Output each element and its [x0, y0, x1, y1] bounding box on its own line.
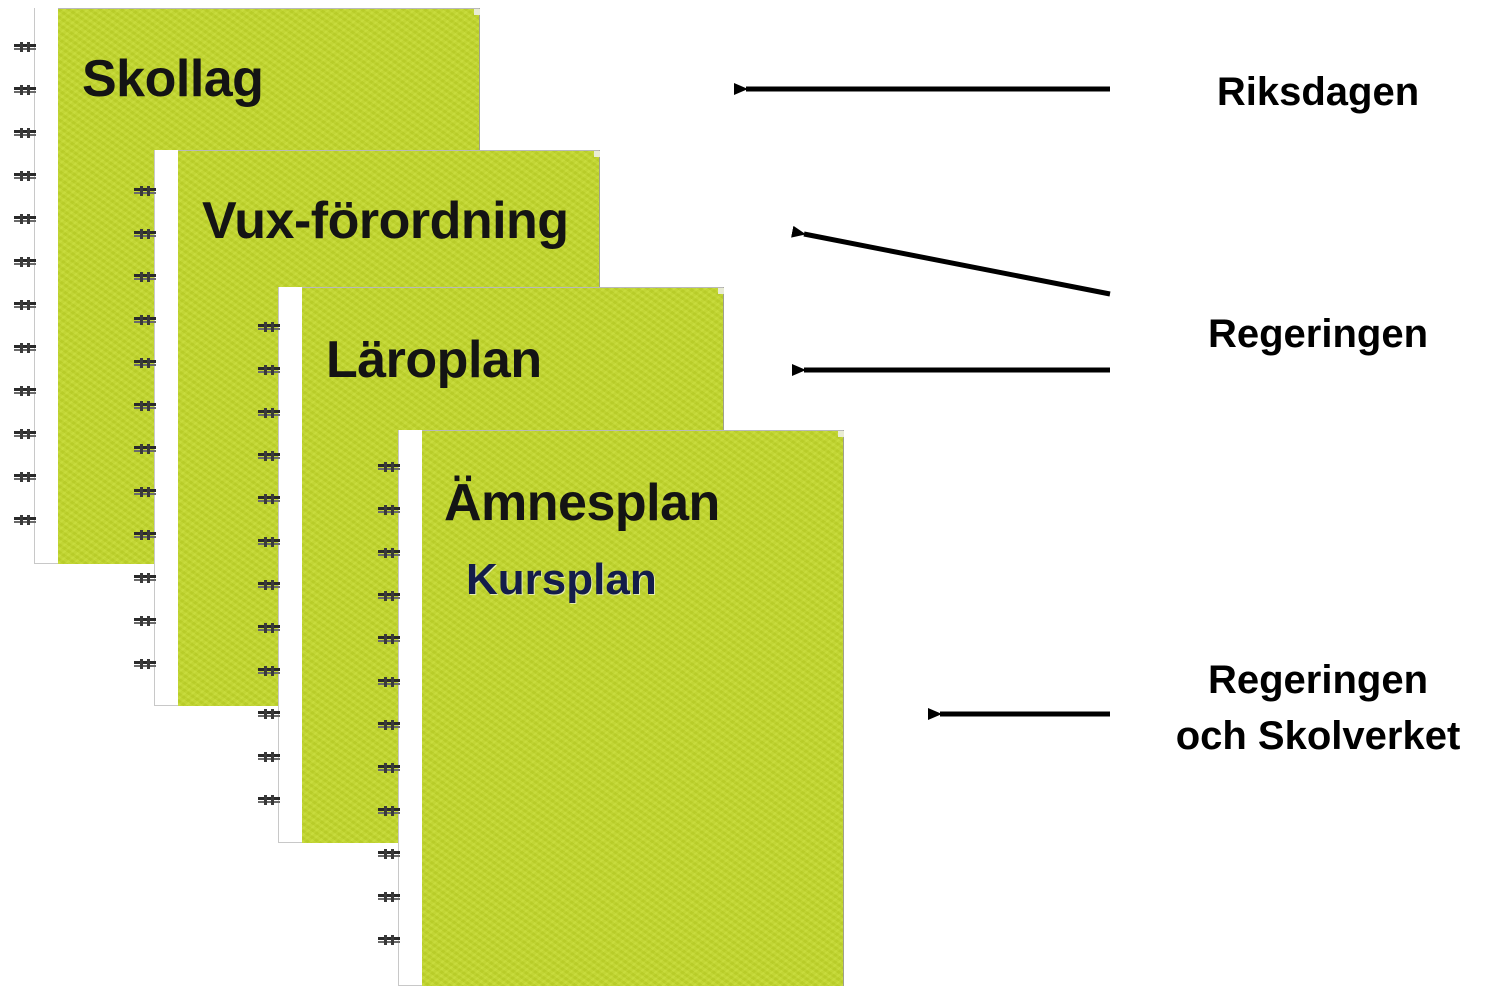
spiral-ring — [134, 313, 164, 325]
arrow-left-icon — [791, 225, 1111, 297]
notebook-title: Ämnesplan — [444, 474, 720, 532]
spiral-ring — [14, 427, 44, 439]
spiral-ring — [258, 492, 288, 504]
spiral-ring — [134, 614, 164, 626]
notebook-title: Läroplan — [326, 331, 542, 389]
spiral-ring — [14, 255, 44, 267]
spiral-ring — [14, 40, 44, 52]
spiral-ring — [258, 707, 288, 719]
spiral-ring — [258, 578, 288, 590]
spiral-ring — [258, 535, 288, 547]
spiral-ring — [378, 632, 408, 644]
spiral-ring — [378, 933, 408, 945]
spiral-ring — [134, 356, 164, 368]
spiral-ring — [378, 718, 408, 730]
spiral-ring — [14, 470, 44, 482]
spiral-ring — [14, 384, 44, 396]
spiral-ring — [134, 227, 164, 239]
spiral-ring — [14, 212, 44, 224]
spiral-ring — [378, 546, 408, 558]
spiral-ring — [378, 761, 408, 773]
spiral-ring — [378, 460, 408, 472]
spiral-ring — [134, 528, 164, 540]
spiral-ring — [134, 571, 164, 583]
spiral-ring — [258, 320, 288, 332]
notebook-title: Skollag — [82, 50, 264, 108]
spiral-ring — [378, 890, 408, 902]
spiral-ring — [258, 449, 288, 461]
spiral-ring — [378, 804, 408, 816]
spiral-ring — [134, 485, 164, 497]
spiral-ring — [378, 503, 408, 515]
spiral-ring — [258, 750, 288, 762]
spiral-ring — [378, 675, 408, 687]
spiral-ring — [134, 442, 164, 454]
notebook-title: Vux-förordning — [202, 192, 569, 250]
spiral-ring — [14, 169, 44, 181]
spiral-ring — [258, 793, 288, 805]
spiral-ring — [258, 363, 288, 375]
label-regeringen-line1: Regeringen — [1207, 658, 1429, 702]
spiral-ring — [258, 664, 288, 676]
notebook-subtitle: Kursplan — [466, 555, 657, 604]
label-riksdagen: Riksdagen — [1216, 70, 1420, 114]
spiral-ring — [258, 406, 288, 418]
spiral-ring — [258, 621, 288, 633]
label-regeringen: Regeringen — [1207, 312, 1429, 356]
spiral-ring — [134, 184, 164, 196]
notebook-amnesplan: Ämnesplan Kursplan — [422, 430, 844, 986]
spiral-ring — [134, 657, 164, 669]
label-skolverket-line2: och Skolverket — [1175, 714, 1461, 758]
spiral-ring — [14, 513, 44, 525]
spiral-ring — [378, 847, 408, 859]
spiral-ring — [14, 83, 44, 95]
spiral-ring — [134, 270, 164, 282]
spiral-ring — [134, 399, 164, 411]
spiral-ring — [14, 298, 44, 310]
spiral-ring — [14, 341, 44, 353]
spiral-ring — [14, 126, 44, 138]
spiral-ring — [378, 589, 408, 601]
